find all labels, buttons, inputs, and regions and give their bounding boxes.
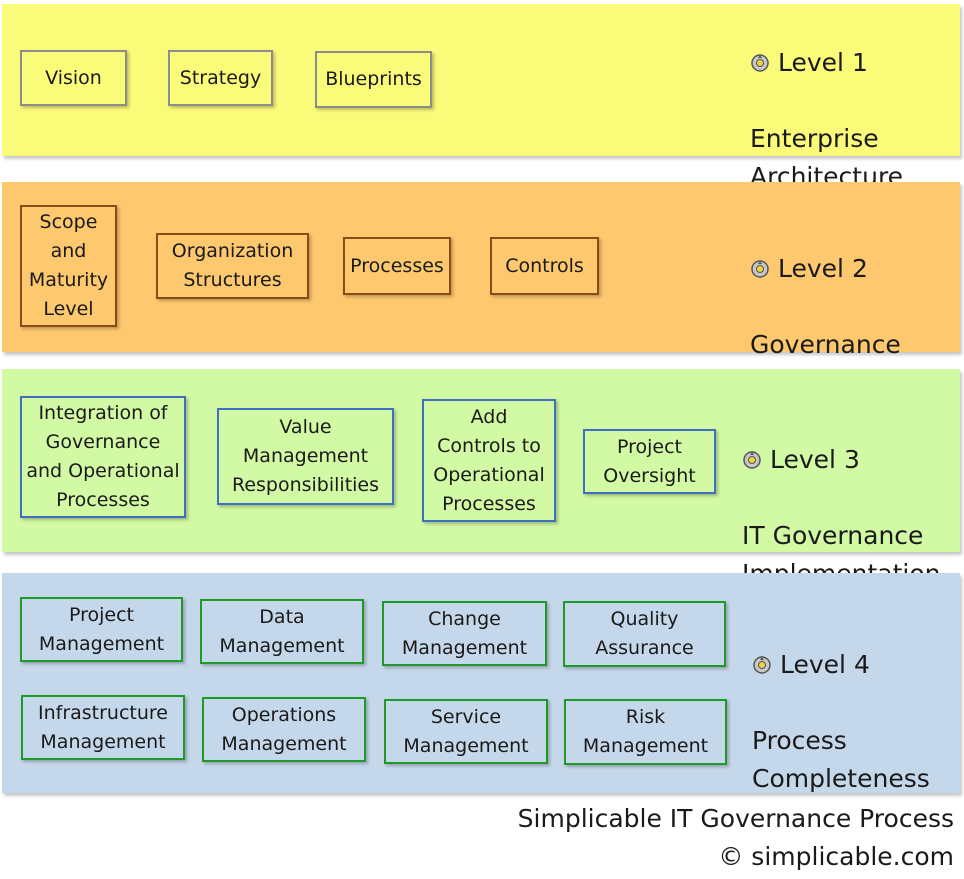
quality-assurance-box: Quality Assurance [563,601,726,667]
level-4-title: Process Completeness [752,726,930,793]
level-4-band [2,573,960,793]
level-4-label: Level 4 [780,650,870,679]
service-management-box: Service Management [384,699,548,764]
caption-copyright: © simplicable.com [718,842,954,871]
blueprints-box: Blueprints [315,51,432,108]
level-1-band [2,4,960,156]
operations-management-box: Operations Management [202,697,366,762]
data-management-box: Data Management [200,599,364,664]
caption-title: Simplicable IT Governance Process [517,804,954,833]
level-1-label: Level 1 [778,48,868,77]
gear-refresh-icon [751,54,769,72]
integration-governance-box: Integration of Governance and Operationa… [20,396,186,518]
level-2-band [2,182,960,352]
value-management-box: Value Management Responsibilities [217,408,394,505]
change-management-box: Change Management [382,601,547,666]
organization-structures-box: Organization Structures [156,233,309,299]
strategy-box: Strategy [168,50,273,106]
gear-refresh-icon [751,260,769,278]
risk-management-box: Risk Management [564,699,727,765]
gear-refresh-icon [743,451,761,469]
vision-box: Vision [20,50,127,106]
level-2-label: Level 2 [778,254,868,283]
processes-box: Processes [343,237,451,295]
project-oversight-box: Project Oversight [583,429,716,494]
add-controls-box: Add Controls to Operational Processes [422,399,556,522]
controls-box: Controls [490,237,599,295]
level-4-heading: Level 4 Process Completeness [752,608,930,836]
gear-refresh-icon [753,656,771,674]
project-management-box: Project Management [20,597,183,662]
level-3-label: Level 3 [770,445,860,474]
scope-maturity-box: Scope and Maturity Level [20,205,117,327]
level-1-heading: Level 1 Enterprise Architecture [750,6,903,234]
infrastructure-management-box: Infrastructure Management [21,695,185,760]
